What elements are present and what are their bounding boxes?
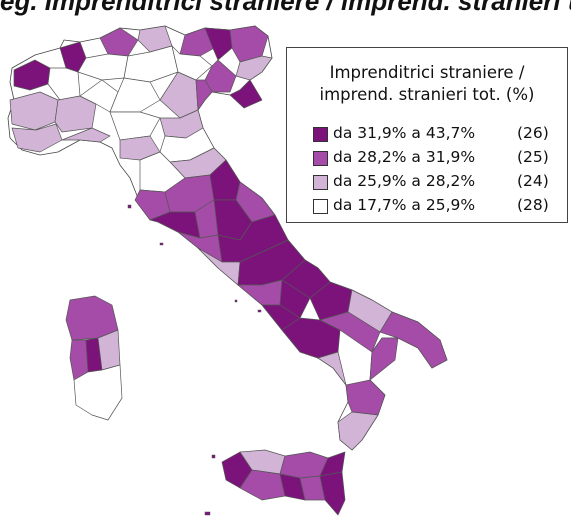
legend-range: da 25,9% a 28,2% <box>333 172 476 190</box>
legend-count: (26) <box>517 124 549 142</box>
legend-count: (28) <box>517 196 549 214</box>
region-s-8 <box>319 311 381 353</box>
region-s-11 <box>345 379 386 416</box>
legend-count: (25) <box>517 148 549 166</box>
legend-title-line1: Imprenditrici straniere / <box>329 63 525 82</box>
sardinia-south <box>73 364 123 421</box>
map-title: eg. Imprenditrici straniere / imprend. s… <box>0 0 571 16</box>
legend-range: da 31,9% a 43,7% <box>333 124 476 142</box>
island-3 <box>211 454 216 459</box>
legend-swatch <box>313 151 328 166</box>
legend-title: Imprenditrici straniere / imprend. stran… <box>287 62 567 106</box>
island-1 <box>127 204 132 209</box>
region-s-6 <box>379 311 448 369</box>
region-ne-7 <box>195 79 213 111</box>
region-s-10 <box>369 337 399 381</box>
island-6 <box>257 309 262 313</box>
legend-count: (24) <box>517 172 549 190</box>
region-nw-8 <box>61 127 111 143</box>
legend-title-line2: imprend. stranieri tot. (%) <box>319 85 535 104</box>
island-4 <box>204 511 211 516</box>
island-5 <box>234 299 238 303</box>
region-c-1 <box>109 111 161 141</box>
island-2 <box>159 242 164 246</box>
region-ne-2 <box>204 27 233 61</box>
legend-swatch <box>313 127 328 142</box>
legend-range: da 28,2% a 31,9% <box>333 148 476 166</box>
region-n-1 <box>99 27 139 57</box>
sicily-se-2 <box>319 471 346 516</box>
region-ne-8 <box>229 79 263 109</box>
region-s-12 <box>337 411 379 451</box>
legend-swatch <box>313 199 328 214</box>
legend-swatch <box>313 175 328 190</box>
region-nw-6 <box>54 95 97 133</box>
legend-range: da 17,7% a 25,9% <box>333 196 476 214</box>
map-legend: Imprenditrici straniere / imprend. stran… <box>286 47 568 223</box>
